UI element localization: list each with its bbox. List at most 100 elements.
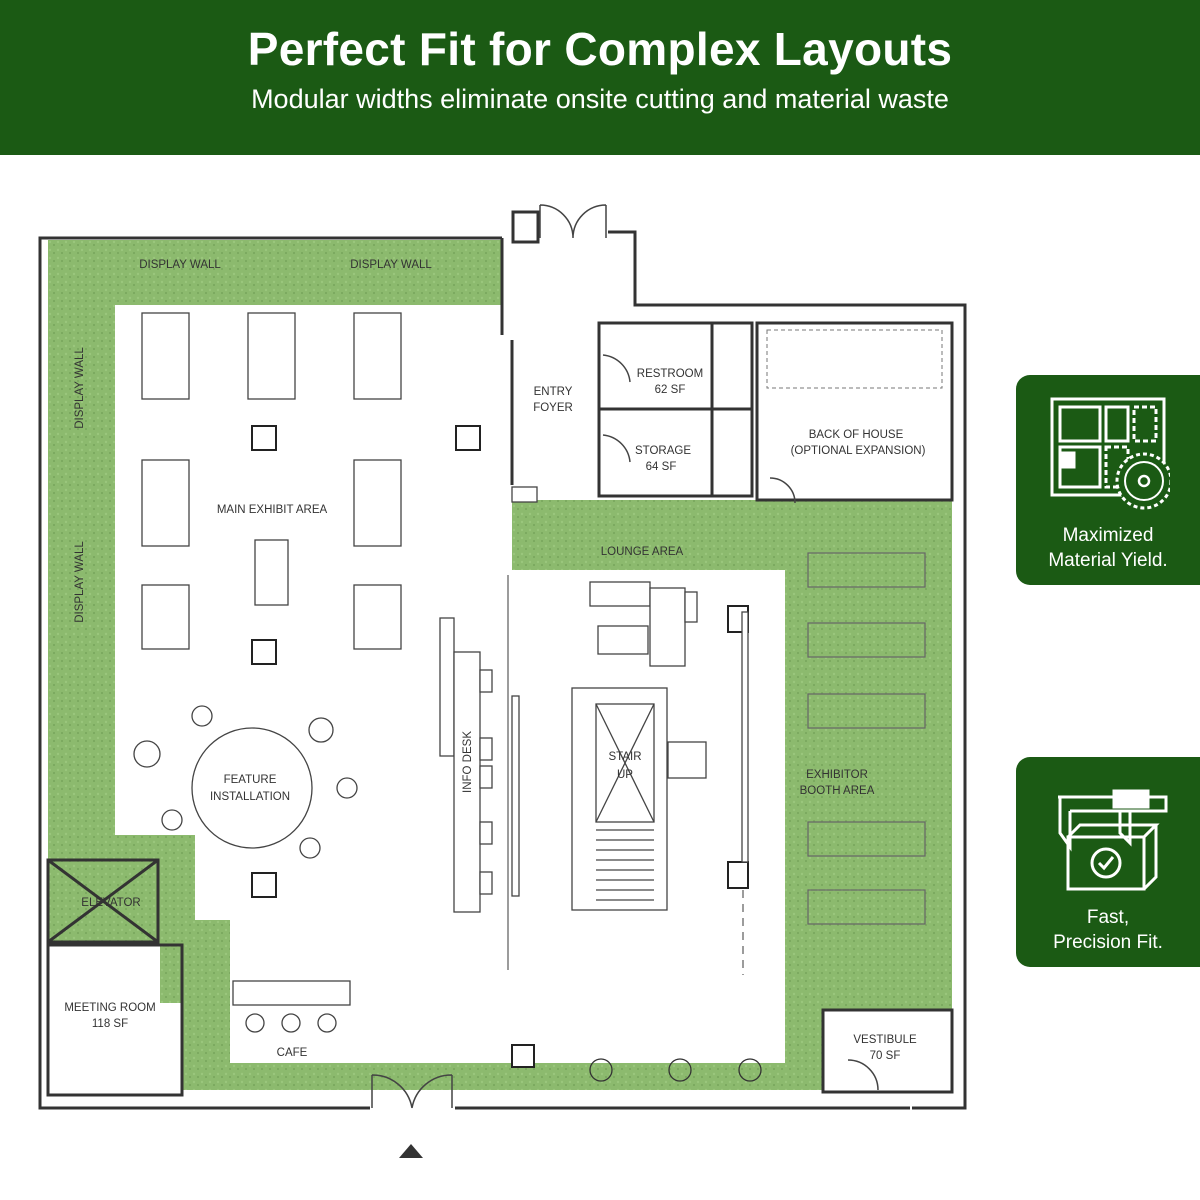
stair-x2 — [595, 703, 655, 823]
stool — [133, 740, 161, 768]
structural-columns — [251, 425, 749, 1068]
booth-row — [807, 552, 926, 588]
vestibule-room — [821, 1008, 954, 1094]
caliper-box-check-icon — [1058, 789, 1168, 891]
entrance-arrow-icon — [399, 1144, 423, 1158]
room-labels: DISPLAY WALL DISPLAY WALL DISPLAY WALL D… — [64, 259, 925, 1062]
doors — [371, 204, 879, 1109]
stool — [308, 717, 334, 743]
card-label: Maximized Material Yield. — [1048, 525, 1168, 571]
label-storage: STORAGE — [635, 445, 691, 457]
booth-row — [807, 889, 926, 925]
column — [251, 872, 277, 898]
boh-door — [769, 477, 796, 504]
stair — [571, 687, 707, 911]
column — [727, 861, 749, 889]
label-entry-foyer-2: FOYER — [533, 402, 573, 414]
back-of-house-room — [755, 321, 954, 502]
label-feature-2: INSTALLATION — [210, 791, 290, 803]
elevator-x2 — [47, 858, 159, 944]
feature-card-precision: Fast, Precision Fit. — [1016, 757, 1200, 967]
label-restroom-area: 62 SF — [655, 384, 686, 396]
divider-panel — [741, 611, 749, 863]
feature-circle — [191, 727, 313, 849]
shelving — [766, 329, 943, 389]
foyer-post — [511, 486, 538, 503]
label-meeting-room: MEETING ROOM — [64, 1002, 155, 1014]
exhibit-table — [254, 539, 289, 606]
partition-panel — [511, 695, 520, 897]
label-exhibitor-2: BOOTH AREA — [800, 785, 875, 797]
exhibit-table — [247, 312, 296, 400]
vestibule-door — [847, 1059, 879, 1091]
exhibitor-booths — [807, 552, 926, 925]
coffee-table — [597, 625, 649, 655]
page-title: Perfect Fit for Complex Layouts — [247, 23, 953, 75]
label-back-of-house-note: (OPTIONAL EXPANSION) — [791, 445, 926, 457]
booth-row — [807, 693, 926, 729]
booth-row — [807, 821, 926, 857]
exhibit-table — [353, 584, 402, 650]
boh-shelves — [766, 329, 943, 389]
cafe-stool — [281, 1013, 301, 1033]
feature-installation — [133, 705, 358, 859]
elevator-shaft — [46, 858, 160, 944]
desk-stool — [479, 669, 493, 693]
column — [511, 1044, 535, 1068]
label-main-exhibit: MAIN EXHIBIT AREA — [217, 504, 328, 516]
booth-row — [807, 622, 926, 658]
stool — [336, 777, 358, 799]
lounge-furniture — [589, 581, 749, 975]
header-banner: Perfect Fit for Complex Layouts Modular … — [0, 0, 1200, 155]
entry-door-south — [371, 1074, 453, 1109]
info-desk — [439, 486, 538, 970]
planters — [589, 1058, 762, 1082]
planter — [668, 1058, 692, 1082]
wall-east — [608, 230, 967, 1110]
exhibit-table — [353, 312, 402, 400]
cafe-stool — [317, 1013, 337, 1033]
label-info-desk: INFO DESK — [462, 731, 474, 793]
label-display-wall: DISPLAY WALL — [139, 259, 221, 271]
pillar-entry — [511, 210, 540, 244]
turf-areas — [48, 240, 952, 1090]
walls — [38, 210, 967, 1110]
turf-main — [48, 240, 952, 1090]
label-stair: STAIR — [608, 751, 641, 763]
label-back-of-house: BACK OF HOUSE — [809, 429, 904, 441]
exhibit-tables — [141, 312, 402, 650]
planter — [589, 1058, 613, 1082]
label-display-wall: DISPLAY WALL — [350, 259, 432, 271]
label-display-wall: DISPLAY WALL — [74, 347, 86, 429]
label-exhibitor-1: EXHIBITOR — [806, 769, 868, 781]
exhibit-table — [353, 459, 402, 547]
exhibit-table — [141, 459, 190, 547]
floor-plan: DISPLAY WALL DISPLAY WALL DISPLAY WALL D… — [38, 204, 967, 1110]
wall-west-north — [38, 236, 502, 1110]
label-entry-foyer-1: ENTRY — [534, 386, 573, 398]
desk-back — [439, 617, 455, 757]
label-cafe: CAFE — [277, 1047, 308, 1059]
feature-card-yield: Maximized Material Yield. — [1016, 375, 1200, 585]
stair-treads — [596, 829, 654, 901]
cafe-furniture — [232, 980, 351, 1033]
desk-stool — [479, 871, 493, 895]
entry-door-top — [539, 204, 607, 239]
label-elevator: ELEVATOR — [81, 897, 140, 909]
card-label: Fast, Precision Fit. — [1053, 907, 1163, 953]
desk-stool — [479, 737, 493, 761]
stool — [299, 837, 321, 859]
stool — [161, 809, 183, 831]
floor-plan-saw-icon — [1050, 397, 1170, 510]
cafe-counter — [232, 980, 351, 1006]
column — [251, 639, 277, 665]
exhibit-table — [141, 584, 190, 650]
storage-door — [602, 434, 631, 463]
stool — [191, 705, 213, 727]
stair-landing-ext — [667, 741, 707, 779]
label-vestibule: VESTIBULE — [853, 1034, 917, 1046]
page-subtitle: Modular widths eliminate onsite cutting … — [251, 84, 949, 114]
meeting-room — [46, 943, 184, 1097]
label-restroom: RESTROOM — [637, 368, 703, 380]
side-table — [684, 591, 698, 623]
